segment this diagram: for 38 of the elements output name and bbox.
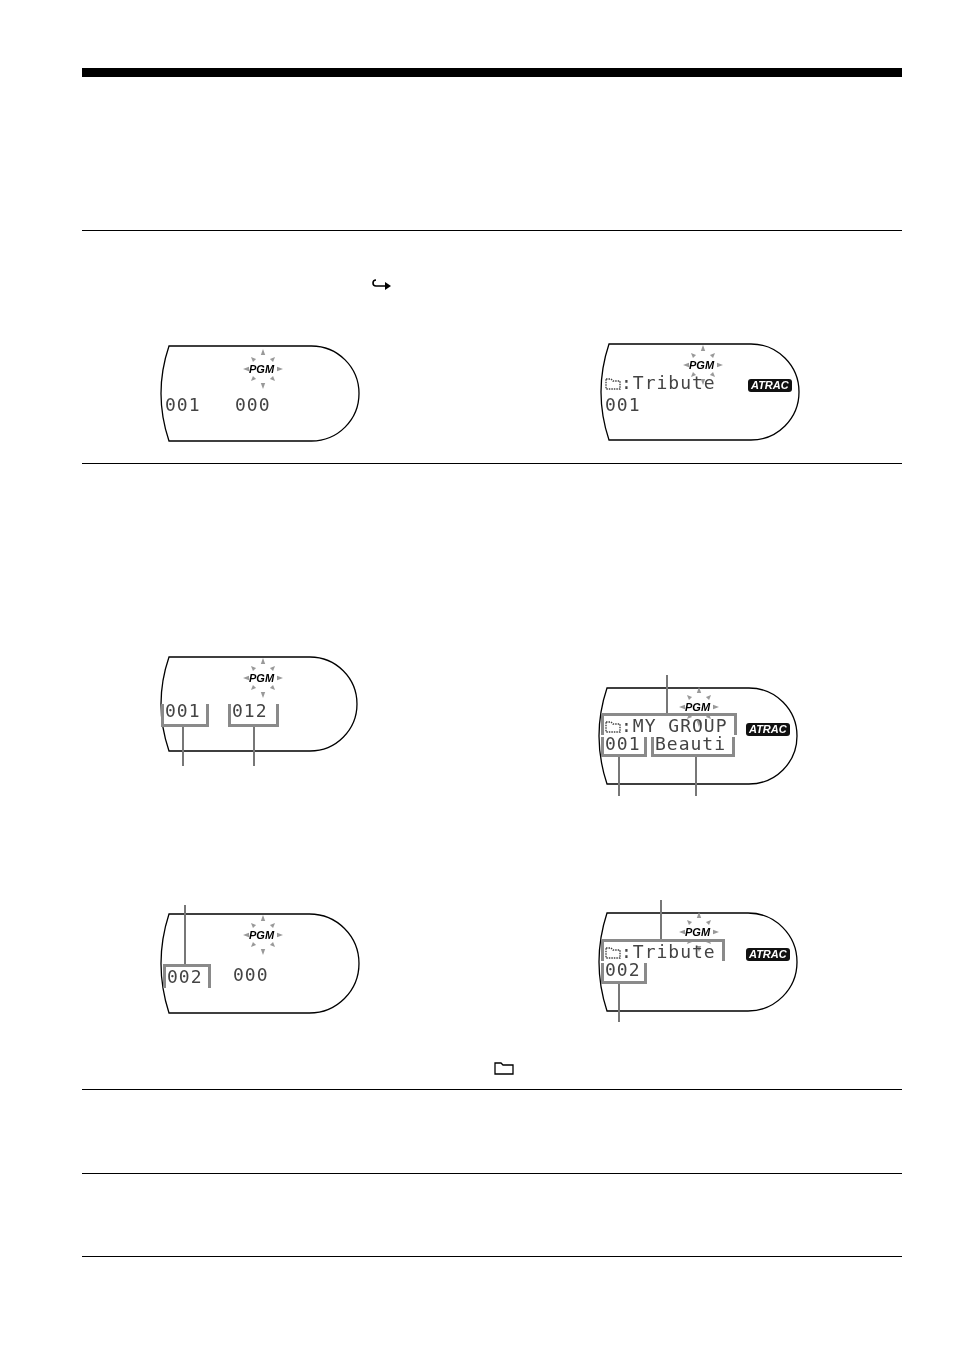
lcd-text: Beauti xyxy=(655,734,727,754)
pgm-indicator: PGM xyxy=(249,672,275,684)
lcd-text: 012 xyxy=(232,701,268,721)
bracket-marker xyxy=(601,939,725,961)
bracket-marker xyxy=(228,704,279,727)
lcd-text: 001 xyxy=(605,734,641,754)
format-badge: ATRAC xyxy=(748,379,792,392)
leader-line xyxy=(618,983,620,1023)
lcd-text: 001 xyxy=(165,701,201,721)
bracket-marker xyxy=(601,713,737,735)
pgm-indicator: PGM xyxy=(689,359,715,371)
format-badge: ATRAC xyxy=(746,948,790,961)
leader-line xyxy=(660,899,662,940)
leader-line xyxy=(182,726,184,767)
lcd-text: :Tribute xyxy=(621,372,716,393)
leader-line xyxy=(184,904,186,965)
lcd-text: 001 xyxy=(165,395,201,415)
lcd-text: :MY GROUP xyxy=(621,715,728,736)
lcd-text: :Tribute xyxy=(621,941,716,962)
pgm-indicator: PGM xyxy=(249,929,275,941)
lcd-text: 002 xyxy=(605,960,641,980)
pgm-indicator: PGM xyxy=(249,363,275,375)
pgm-indicator: PGM xyxy=(685,926,711,938)
lcd-text: 001 xyxy=(605,395,641,415)
lcd-text: 002 xyxy=(167,967,203,987)
bracket-marker xyxy=(601,963,647,984)
leader-line xyxy=(695,756,697,797)
lcd-text: 000 xyxy=(235,395,271,415)
leader-line xyxy=(666,674,668,714)
pgm-indicator: PGM xyxy=(685,701,711,713)
bracket-marker xyxy=(161,704,209,727)
leader-line xyxy=(618,756,620,797)
bracket-marker xyxy=(601,737,647,757)
leader-line xyxy=(253,726,255,767)
bracket-marker xyxy=(651,737,735,757)
format-badge: ATRAC xyxy=(746,723,790,736)
lcd-text: 000 xyxy=(233,965,269,985)
bracket-marker xyxy=(163,964,211,988)
